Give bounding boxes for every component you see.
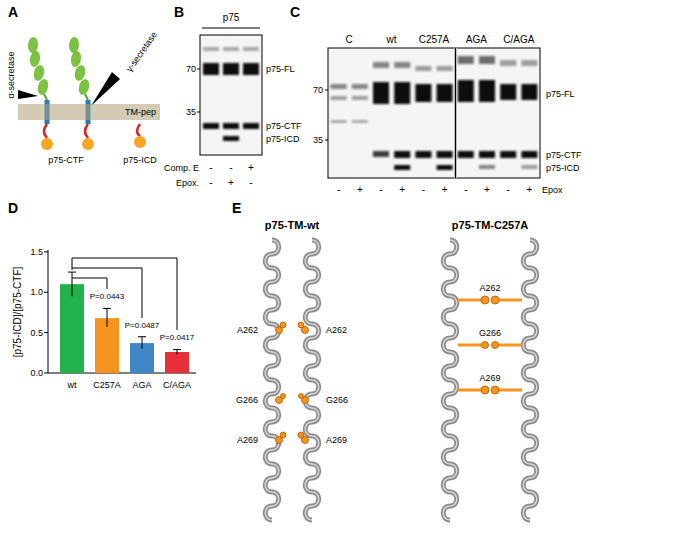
mw-marker: 35 bbox=[313, 136, 323, 145]
western-blot-b bbox=[197, 28, 262, 155]
western-blot-c bbox=[325, 48, 540, 178]
treatment-sign: - bbox=[249, 178, 252, 188]
node-text: TM-pep bbox=[125, 108, 156, 117]
category-label: AGA bbox=[132, 381, 151, 390]
residue-label: A262 bbox=[237, 326, 258, 335]
p-value: P=0.0487 bbox=[125, 322, 159, 330]
helix-models bbox=[265, 240, 537, 520]
treatment-sign: - bbox=[229, 163, 232, 173]
category-label: C257A bbox=[93, 381, 121, 390]
residue-label: G266 bbox=[236, 396, 258, 405]
p75-schematic bbox=[18, 37, 146, 150]
mw-marker: 35 bbox=[186, 108, 196, 117]
band-label: p75-ICD bbox=[546, 164, 580, 173]
axis-title: [p75-ICD]/[p75-CTF] bbox=[13, 267, 23, 358]
residue-label: G266 bbox=[326, 396, 348, 405]
panel-letter: A bbox=[8, 5, 18, 19]
residue-label: A262 bbox=[479, 284, 500, 293]
treatment-sign: + bbox=[228, 178, 234, 188]
membrane-band: TM-pep bbox=[18, 104, 160, 120]
residue-label: A269 bbox=[326, 436, 347, 445]
residue-label: A269 bbox=[237, 436, 258, 445]
blot-header: p75 bbox=[223, 13, 240, 23]
treatment-label: Epox. bbox=[176, 179, 199, 188]
lane-label: C/AGA bbox=[503, 35, 534, 45]
bar-chart bbox=[44, 250, 196, 373]
p-value: P=0.0443 bbox=[90, 293, 124, 301]
tick-label: 0.5 bbox=[30, 328, 43, 337]
treatment-sign: - bbox=[209, 163, 212, 173]
lane-label: C bbox=[346, 35, 353, 45]
treatment-sign: - bbox=[337, 185, 340, 195]
panel-letter: B bbox=[174, 5, 184, 19]
mw-marker: 70 bbox=[186, 65, 196, 74]
treatment-sign: + bbox=[248, 163, 254, 173]
treatment-sign: - bbox=[464, 185, 467, 195]
panel-letter: D bbox=[8, 201, 18, 215]
tick-label: 0.0 bbox=[30, 369, 43, 378]
treatment-sign: - bbox=[209, 178, 212, 188]
treatment-sign: - bbox=[507, 185, 510, 195]
model-title: p75-TM-wt bbox=[265, 220, 319, 231]
treatment-sign: + bbox=[442, 185, 448, 195]
panel-letter: E bbox=[232, 201, 241, 215]
treatment-sign: + bbox=[526, 185, 532, 195]
fragment-label: p75-CTF bbox=[48, 156, 84, 165]
lane-label: C257A bbox=[419, 35, 450, 45]
lane-label: wt bbox=[387, 35, 397, 45]
treatment-sign: + bbox=[357, 185, 363, 195]
mw-marker: 70 bbox=[313, 86, 323, 95]
treatment-sign: - bbox=[379, 185, 382, 195]
band-label: p75-FL bbox=[266, 65, 295, 74]
secretase-label: α-secretase bbox=[7, 51, 16, 98]
residue-label: A269 bbox=[479, 374, 500, 383]
category-label: C/AGA bbox=[163, 381, 191, 390]
tick-label: 1.5 bbox=[30, 247, 43, 256]
treatment-label: Comp. E bbox=[164, 164, 199, 173]
band-label: p75-FL bbox=[546, 90, 575, 99]
tick-label: 1.0 bbox=[30, 288, 43, 297]
category-label: wt bbox=[68, 381, 77, 390]
treatment-label: Epox bbox=[542, 186, 563, 195]
residue-label: A262 bbox=[326, 326, 347, 335]
model-title: p75-TM-C257A bbox=[452, 220, 528, 231]
treatment-sign: + bbox=[399, 185, 405, 195]
panel-letter: C bbox=[290, 5, 300, 19]
p-value: P=0.0417 bbox=[160, 334, 194, 342]
band-label: p75-CTF bbox=[546, 151, 582, 160]
lane-label: AGA bbox=[466, 35, 487, 45]
treatment-sign: + bbox=[484, 185, 490, 195]
secretase-label: γ-secretase bbox=[125, 30, 159, 73]
treatment-sign: - bbox=[422, 185, 425, 195]
band-label: p75-CTF bbox=[266, 122, 302, 131]
residue-label: G266 bbox=[479, 329, 501, 338]
fragment-label: p75-ICD bbox=[123, 156, 157, 165]
band-label: p75-ICD bbox=[266, 135, 300, 144]
